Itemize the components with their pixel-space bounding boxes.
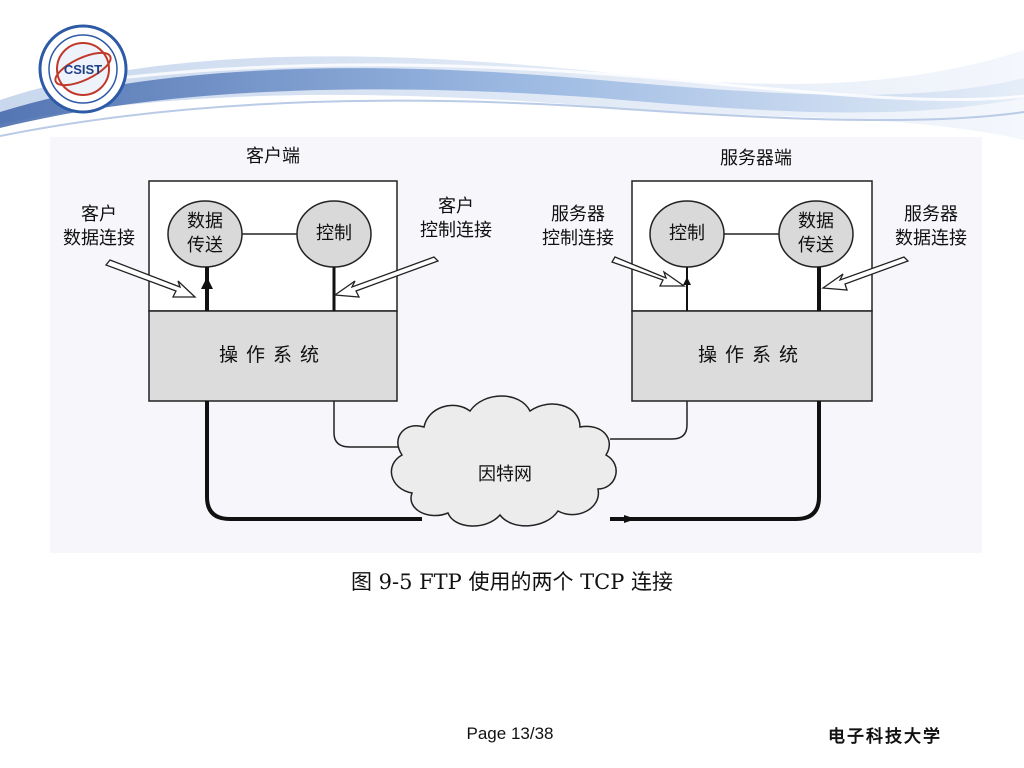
client-data-node-label: 数据传送 — [187, 211, 223, 256]
diagram-lines — [104, 180, 910, 527]
internet-label: 因特网 — [478, 464, 532, 485]
client-control-line — [333, 401, 400, 448]
server-os-box — [631, 310, 873, 402]
server-control-callout-arrow — [611, 256, 687, 287]
client-header: 客户端 — [246, 146, 300, 167]
server-control-node-label: 控制 — [669, 223, 705, 244]
server-control-line — [610, 401, 688, 440]
server-control-callout: 服务器控制连接 — [542, 204, 614, 249]
university-name: 电子科技大学 — [828, 727, 942, 747]
server-data-node-label: 数据传送 — [798, 211, 834, 256]
client-control-callout-arrow — [333, 256, 440, 298]
client-os-label: 操作系统 — [218, 344, 327, 366]
server-data-callout: 服务器数据连接 — [895, 204, 967, 249]
server-header: 服务器端 — [720, 148, 792, 169]
client-control-callout: 客户控制连接 — [420, 196, 492, 241]
server-os-label: 操作系统 — [697, 344, 806, 366]
figure-caption: 图 9-5 FTP 使用的两个 TCP 连接 — [350, 570, 674, 594]
client-os-box — [148, 310, 398, 402]
server-data-line — [610, 401, 821, 521]
server-data-callout-arrow — [821, 256, 910, 291]
internet-cloud — [390, 395, 617, 527]
logo-abbr: CSIST — [64, 62, 102, 77]
header-banner — [0, 50, 1024, 140]
client-control-node-label: 控制 — [316, 223, 352, 244]
university-seal-icon: CSIST — [38, 24, 128, 114]
client-data-callout-arrow — [104, 259, 197, 298]
client-data-line — [205, 401, 422, 521]
page-number: Page 13/38 — [466, 724, 554, 743]
ftp-diagram: 客户端 服务器端 数据传送 控制 控制 数据传送 操作系统 操作系统 客户数据连… — [50, 137, 982, 553]
client-data-callout: 客户数据连接 — [63, 204, 135, 249]
